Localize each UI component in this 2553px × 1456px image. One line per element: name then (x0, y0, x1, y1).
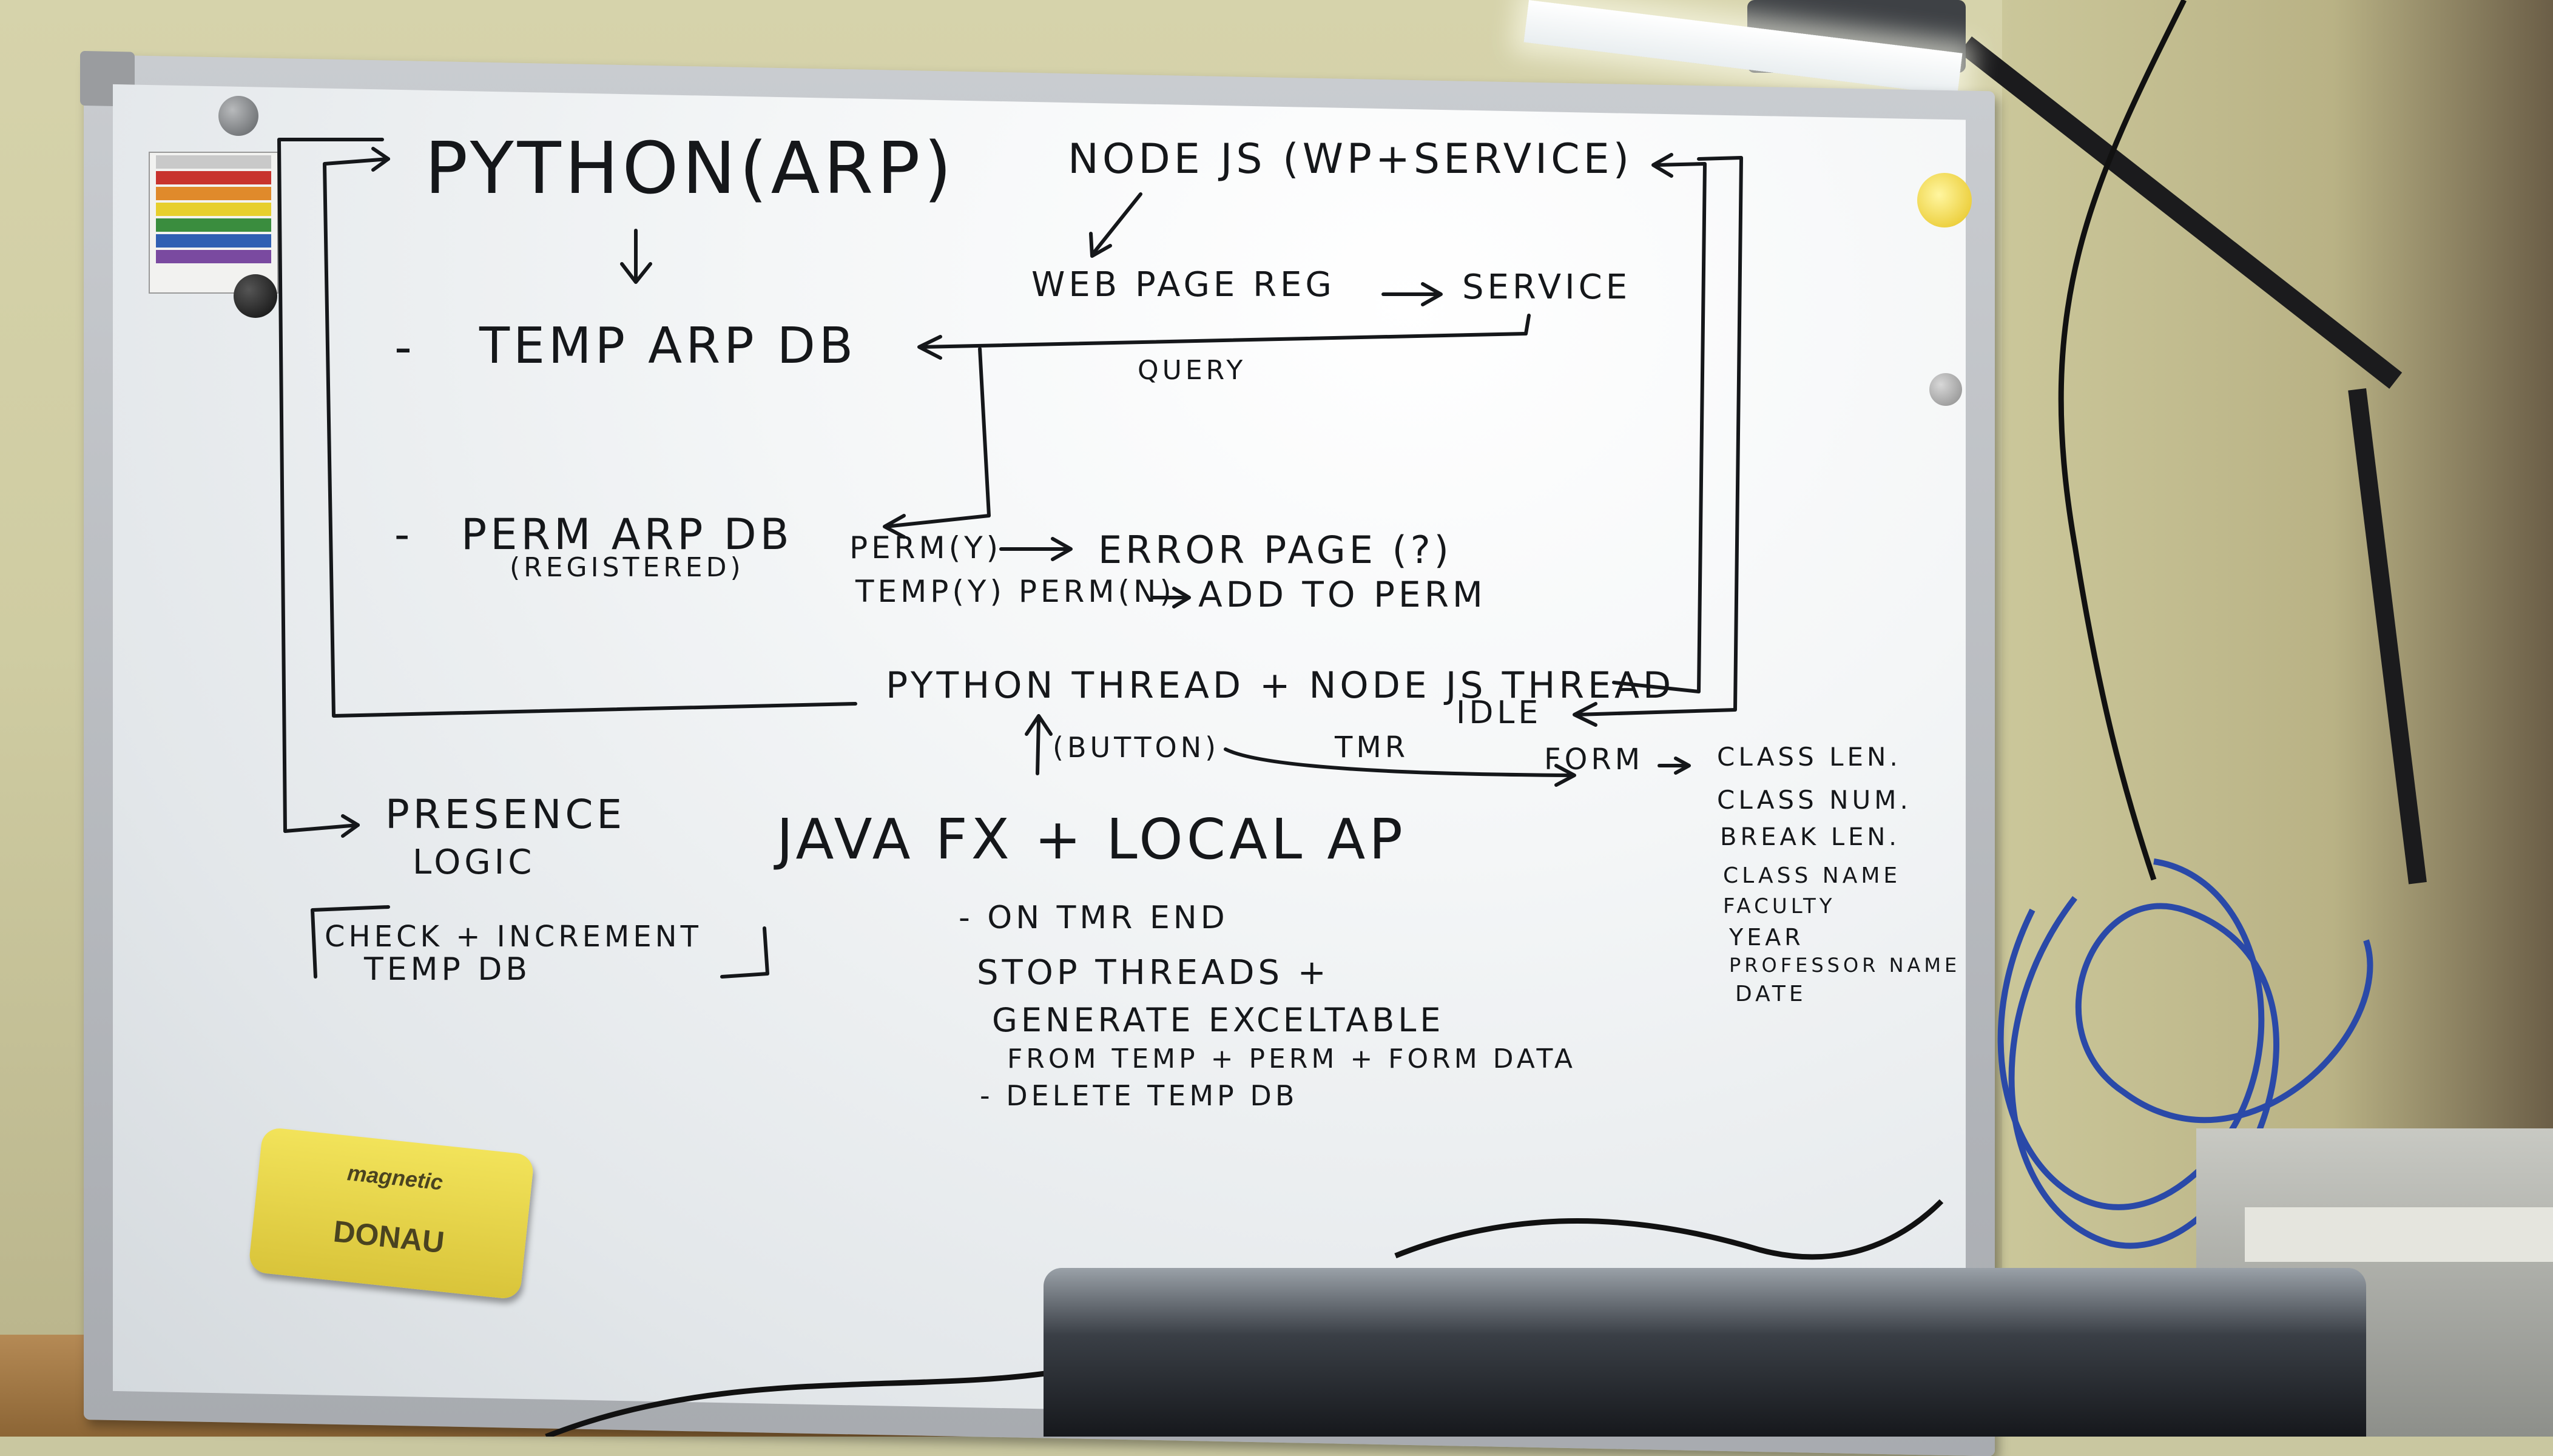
whiteboard-eraser: magnetic DONAU (248, 1127, 535, 1300)
arrowhead (1554, 764, 1576, 787)
form-field: FACULTY (1723, 894, 1836, 918)
card-row (156, 155, 271, 169)
card-row (156, 187, 271, 200)
generator-panel (2245, 1207, 2553, 1262)
web-page-reg: WEB PAGE REG (1031, 265, 1335, 305)
form-field: YEAR (1728, 924, 1804, 951)
arrow-presence-line (283, 823, 360, 833)
arrowhead (1025, 714, 1053, 736)
perm-db-note: (REGISTERED) (510, 552, 744, 583)
arrowhead (371, 147, 390, 172)
add-to-perm: ADD TO PERM (1198, 574, 1486, 615)
arrowhead (1651, 153, 1673, 178)
arrowhead (1172, 587, 1191, 608)
eraser-brand-small: magnetic (346, 1160, 444, 1195)
generate-table: GENERATE EXCELTABLE (992, 1001, 1444, 1039)
python-arp-title: PYTHON(ARP) (425, 126, 956, 210)
presence-title-2: LOGIC (413, 843, 535, 882)
magnet-icon (218, 96, 258, 136)
card-row (156, 234, 271, 248)
color-code-reference-card (149, 152, 278, 294)
arrowhead (1051, 537, 1073, 561)
form-fields-list: CLASS LEN. CLASS NUM. BREAK LEN. CLASS N… (1717, 742, 1960, 1006)
arrowhead (1421, 282, 1443, 306)
query-label: QUERY (1138, 355, 1246, 386)
idle-label: IDLE (1456, 695, 1542, 731)
arrowhead (917, 335, 942, 360)
presence-title-1: PRESENCE (385, 791, 626, 838)
arrow-tmr (1224, 747, 1573, 777)
query-arrow (920, 314, 1531, 349)
form-field: PROFESSOR NAME (1729, 954, 1960, 977)
on-tmr-end: - ON TMR END (959, 900, 1229, 936)
temp-arp-db: TEMP ARP DB (479, 317, 857, 375)
loop-arrow-right (1612, 162, 1707, 693)
perm-y: PERM(Y) (849, 530, 1002, 565)
check-bracket-left (311, 905, 390, 979)
form-field: CLASS LEN. (1717, 742, 1901, 772)
temp-db-dash: - (394, 319, 416, 376)
check-line-1: CHECK + INCREMENT (325, 920, 702, 954)
loop-arrow-right-outer (1576, 156, 1743, 716)
magnet-icon (234, 274, 277, 318)
arrow-node-to-reg (1090, 192, 1142, 257)
tmr-label: TMR (1334, 730, 1409, 764)
card-row (156, 218, 271, 232)
perm-arp-db: PERM ARP DB (461, 510, 793, 559)
arrowhead (883, 514, 906, 539)
arrow-to-perm (884, 347, 991, 528)
form-field: CLASS NAME (1723, 863, 1901, 888)
error-page: ERROR PAGE (?) (1098, 528, 1452, 572)
magnet-icon (1917, 173, 1972, 228)
power-cable (1394, 1199, 1944, 1260)
arrowhead (1089, 232, 1112, 258)
stop-threads: STOP THREADS + (977, 953, 1330, 993)
threads-label: PYTHON THREAD + NODE JS THREAD (886, 664, 1674, 707)
loop-arrow-left (323, 157, 857, 718)
lamp-cable (2058, 0, 2187, 881)
arrowhead (1573, 702, 1597, 727)
form-label: FORM (1544, 743, 1644, 777)
power-cable (545, 1368, 1062, 1437)
check-line-2: TEMP DB (363, 951, 531, 988)
form-field: DATE (1735, 982, 1807, 1006)
perm-db-dash: - (394, 510, 413, 559)
network-cable (1997, 858, 2265, 1210)
java-fx-title: JAVA FX + LOCAL AP (774, 807, 1406, 872)
delete-temp-db: - DELETE TEMP DB (980, 1079, 1298, 1112)
node-js-title: NODE JS (WP+SERVICE) (1068, 135, 1633, 183)
temp-perm-line: TEMP(Y) PERM(N) (855, 574, 1175, 609)
from-data: FROM TEMP + PERM + FORM DATA (1007, 1043, 1576, 1074)
card-row (156, 203, 271, 216)
eraser-brand-main: DONAU (331, 1214, 447, 1260)
check-bracket-right (720, 926, 769, 979)
laptop-lid (1044, 1268, 2366, 1437)
magnet-icon (1929, 373, 1962, 406)
card-row (156, 171, 271, 184)
arrowhead (620, 262, 652, 284)
arrow-up-button (1036, 717, 1040, 775)
service-label: SERVICE (1462, 268, 1631, 307)
form-field: BREAK LEN. (1720, 823, 1900, 851)
button-label: (BUTTON) (1053, 731, 1219, 764)
loop-arrow-presence (277, 138, 384, 833)
form-field: CLASS NUM. (1717, 785, 1912, 815)
arrowhead (1674, 757, 1691, 775)
card-row (156, 250, 271, 263)
